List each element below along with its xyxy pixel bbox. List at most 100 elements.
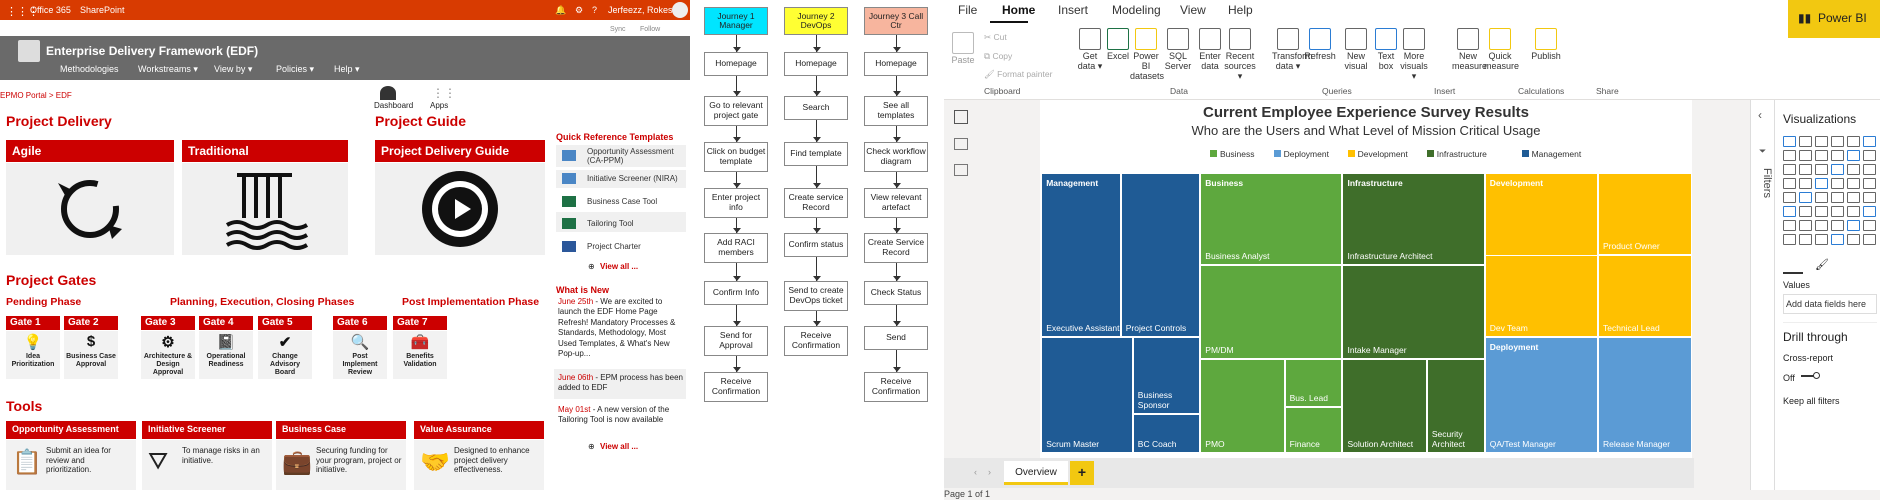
notification-icon[interactable]: 🔔 <box>555 5 567 15</box>
cut-button[interactable]: ✂ Cut <box>984 32 1007 42</box>
visual-type-icon[interactable] <box>1799 178 1812 189</box>
visual-type-icon[interactable] <box>1783 192 1796 203</box>
visual-type-icon[interactable] <box>1863 136 1876 147</box>
visual-type-icon[interactable] <box>1815 164 1828 175</box>
model-view-icon[interactable] <box>954 164 968 176</box>
home-icon[interactable] <box>18 40 40 62</box>
ribbon-button[interactable]: Publish <box>1530 28 1562 62</box>
quick-ref-item[interactable]: Opportunity Assessment (CA-PPM) <box>587 147 674 165</box>
treemap-tile[interactable]: PMO <box>1200 358 1285 453</box>
gate-card[interactable]: ⚙Architecture & Design Approval <box>141 331 195 379</box>
traditional-card-title[interactable]: Traditional <box>182 140 348 162</box>
gate-label[interactable]: Gate 6 <box>333 316 387 330</box>
visual-type-icon[interactable] <box>1783 136 1796 147</box>
ribbon-button[interactable]: New measure <box>1452 28 1487 72</box>
treemap-tile[interactable]: Bus. Lead <box>1284 358 1343 408</box>
nav-workstreams[interactable]: Workstreams ▾ <box>138 64 198 74</box>
dashboard-link[interactable]: Dashboard <box>374 101 414 110</box>
visual-type-icon[interactable] <box>1863 234 1876 245</box>
visual-type-icon[interactable] <box>1863 178 1876 189</box>
ribbon-button[interactable]: Excel <box>1102 28 1134 62</box>
sharepoint-link[interactable]: SharePoint <box>80 5 125 15</box>
help-icon[interactable]: ? <box>592 5 598 15</box>
visual-type-icon[interactable] <box>1799 220 1812 231</box>
treemap-tile[interactable]: Project Controls <box>1120 173 1201 338</box>
visual-type-icon[interactable] <box>1847 150 1860 161</box>
paste-button[interactable]: Paste <box>948 32 978 66</box>
tool-card[interactable]: 🤝Designed to enhance project delivery ef… <box>414 440 544 490</box>
tool-title[interactable]: Business Case <box>276 421 406 439</box>
breadcrumb[interactable]: EPMO Portal > EDF <box>0 91 72 100</box>
nav-methodologies[interactable]: Methodologies <box>60 64 119 74</box>
format-tab-icon[interactable]: 🖌 <box>1815 259 1829 271</box>
visual-type-icon[interactable] <box>1863 206 1876 217</box>
apps-link[interactable]: Apps <box>430 101 449 110</box>
treemap-tile[interactable]: Security Architect <box>1426 358 1485 453</box>
format-painter-button[interactable]: 🖌 Format painter <box>984 69 1053 79</box>
gear-icon[interactable]: ⚙ <box>575 5 584 15</box>
visual-type-icon[interactable] <box>1847 206 1860 217</box>
tool-card[interactable]: 📋Submit an idea for review and prioritiz… <box>6 440 136 490</box>
visual-type-icon[interactable] <box>1815 220 1828 231</box>
visual-type-icon[interactable] <box>1783 164 1796 175</box>
visual-type-icon[interactable] <box>1783 220 1796 231</box>
visual-type-icon[interactable] <box>1831 178 1844 189</box>
visual-type-icon[interactable] <box>1863 164 1876 175</box>
visual-type-icon[interactable] <box>1847 192 1860 203</box>
ribbon-button[interactable]: Power BI datasets <box>1130 28 1164 82</box>
ribbon-button[interactable]: SQL Server <box>1162 28 1194 72</box>
tab-file[interactable]: File <box>958 3 978 17</box>
visual-type-icon[interactable] <box>1783 206 1796 217</box>
visual-type-icon[interactable] <box>1799 234 1812 245</box>
treemap-tile[interactable]: Intake Manager <box>1342 264 1485 359</box>
visual-type-icon[interactable] <box>1831 220 1844 231</box>
add-data-fields-well[interactable]: Add data fields here <box>1783 294 1877 314</box>
visual-type-icon[interactable] <box>1783 234 1796 245</box>
quick-ref-item[interactable]: Initiative Screener (NIRA) <box>587 174 678 183</box>
ribbon-button[interactable]: Quick measure <box>1484 28 1519 72</box>
treemap-tile[interactable]: Scrum Master <box>1041 337 1133 453</box>
tool-title[interactable]: Value Assurance <box>414 421 544 439</box>
quick-ref-item[interactable]: Business Case Tool <box>587 197 658 206</box>
visual-type-icon[interactable] <box>1815 178 1828 189</box>
treemap-tile[interactable]: PM/DM <box>1200 264 1343 359</box>
news-item[interactable]: May 01st - A new version of the Tailorin… <box>558 405 686 426</box>
ribbon-button[interactable]: Transform data ▾ <box>1272 28 1313 72</box>
collapse-icon[interactable]: ‹ <box>1758 108 1762 122</box>
user-name[interactable]: Jerfeezz, Rokesh... <box>608 5 686 15</box>
treemap-tile[interactable]: Technical Lead <box>1597 255 1692 338</box>
gate-label[interactable]: Gate 2 <box>64 316 118 330</box>
gate-card[interactable]: 💡Idea Prioritization <box>6 331 60 379</box>
nav-view-by[interactable]: View by ▾ <box>214 64 253 74</box>
tool-title[interactable]: Initiative Screener <box>142 421 272 439</box>
ribbon-button[interactable]: More visuals ▾ <box>1398 28 1430 82</box>
legend-item[interactable]: Business <box>1210 149 1255 159</box>
visual-type-icon[interactable] <box>1831 234 1844 245</box>
visual-type-icon[interactable] <box>1815 136 1828 147</box>
office-link[interactable]: Office 365 <box>30 5 71 15</box>
visual-type-icon[interactable] <box>1799 206 1812 217</box>
news-item[interactable]: June 06th - EPM process has been added t… <box>558 373 686 394</box>
quick-ref-row[interactable] <box>556 212 686 232</box>
gate-label[interactable]: Gate 3 <box>141 316 195 330</box>
ribbon-button[interactable]: Enter data <box>1194 28 1226 72</box>
ribbon-button[interactable]: Recent sources ▾ <box>1224 28 1256 82</box>
visual-type-icon[interactable] <box>1799 136 1812 147</box>
visual-type-icon[interactable] <box>1847 178 1860 189</box>
visual-type-icon[interactable] <box>1831 150 1844 161</box>
tool-card[interactable]: 💼Securing funding for your program, proj… <box>276 440 406 490</box>
treemap-tile[interactable]: Solution Architect <box>1342 358 1427 453</box>
legend-item[interactable]: Deployment <box>1273 149 1329 159</box>
guide-card-title[interactable]: Project Delivery Guide <box>375 140 545 162</box>
scroll-left-icon[interactable]: ‹ <box>974 467 977 477</box>
gate-card[interactable]: 🔍Post Implement Review <box>333 331 387 379</box>
cross-report-toggle[interactable] <box>1801 375 1819 377</box>
gate-label[interactable]: Gate 5 <box>258 316 312 330</box>
visual-type-icon[interactable] <box>1847 164 1860 175</box>
traditional-card[interactable] <box>182 163 348 255</box>
tab-insert[interactable]: Insert <box>1058 3 1089 17</box>
follow-button[interactable]: Follow <box>640 26 661 33</box>
